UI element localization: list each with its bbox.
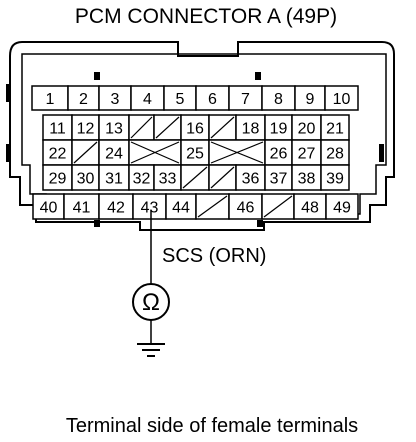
connector-inner-outline bbox=[21, 53, 387, 215]
terminal-number: 24 bbox=[105, 146, 123, 163]
connector-housing bbox=[9, 41, 395, 231]
unused-terminal-mark bbox=[197, 195, 228, 218]
terminal-number: 5 bbox=[176, 91, 185, 108]
unused-terminal-mark bbox=[182, 166, 208, 189]
ground-icon bbox=[137, 343, 165, 357]
housing-key bbox=[255, 72, 261, 80]
terminal-number: 32 bbox=[133, 171, 151, 188]
terminal-number: 9 bbox=[306, 91, 315, 108]
terminal-cell bbox=[324, 85, 359, 111]
terminal-number: 30 bbox=[77, 171, 95, 188]
unused-terminal-mark bbox=[130, 116, 153, 139]
unused-terminal-mark bbox=[155, 116, 180, 139]
terminal-cell bbox=[98, 164, 130, 191]
housing-key bbox=[94, 72, 100, 80]
terminal-cell bbox=[261, 85, 296, 111]
terminal-number: 21 bbox=[326, 121, 344, 138]
terminal-number: 39 bbox=[326, 171, 344, 188]
unused-terminal-mark bbox=[73, 141, 98, 164]
terminal-number: 22 bbox=[49, 146, 67, 163]
terminal-number: 10 bbox=[333, 91, 351, 108]
terminal-cell bbox=[195, 85, 230, 111]
terminal-cell bbox=[228, 85, 263, 111]
terminal-cell bbox=[294, 85, 326, 111]
terminal-number: 27 bbox=[298, 146, 316, 163]
terminal-cell bbox=[130, 85, 165, 111]
housing-key bbox=[94, 220, 100, 227]
terminal-number: 48 bbox=[301, 200, 319, 217]
diagram-title: PCM CONNECTOR A (49P) bbox=[75, 5, 337, 28]
terminal-number: 7 bbox=[241, 91, 250, 108]
terminal-cell bbox=[293, 193, 327, 220]
terminal-cell bbox=[320, 139, 350, 166]
terminal-number: 13 bbox=[105, 121, 123, 138]
diagram-caption: Terminal side of female terminals bbox=[66, 415, 358, 437]
terminal-number: 1 bbox=[46, 91, 55, 108]
unused-terminal-mark bbox=[210, 141, 264, 164]
terminal-number: 29 bbox=[49, 171, 67, 188]
terminal-number: 12 bbox=[77, 121, 95, 138]
terminal-cell bbox=[32, 193, 65, 220]
terminal-cell bbox=[264, 114, 293, 141]
terminal-cell bbox=[320, 114, 350, 141]
housing-lock-tab bbox=[6, 84, 11, 102]
terminal-number: 41 bbox=[73, 200, 91, 217]
terminal-cell bbox=[42, 139, 73, 166]
terminal-cell bbox=[98, 85, 132, 111]
housing-lock-tab bbox=[379, 144, 384, 162]
terminal-number: 20 bbox=[298, 121, 316, 138]
housing-key bbox=[257, 220, 263, 227]
wire-label: SCS (ORN) bbox=[162, 245, 266, 267]
terminal-number: 42 bbox=[107, 200, 125, 217]
terminal-number: 49 bbox=[333, 200, 351, 217]
terminal-number: 43 bbox=[141, 200, 159, 217]
terminal-number: 40 bbox=[40, 200, 58, 217]
ohm-symbol: Ω bbox=[142, 289, 160, 316]
terminal-cell bbox=[228, 193, 263, 220]
unused-terminal-mark bbox=[210, 166, 235, 189]
terminal-number: 31 bbox=[105, 171, 123, 188]
terminal-number: 8 bbox=[274, 91, 283, 108]
terminal-number: 37 bbox=[270, 171, 288, 188]
terminal-number: 38 bbox=[298, 171, 316, 188]
terminal-number: 28 bbox=[326, 146, 344, 163]
terminal-cell bbox=[264, 139, 293, 166]
housing-lock-tab bbox=[6, 144, 11, 162]
terminal-number: 6 bbox=[208, 91, 217, 108]
terminal-cell bbox=[165, 193, 197, 220]
terminal-number: 33 bbox=[159, 171, 177, 188]
unused-terminal-mark bbox=[210, 116, 235, 139]
terminal-number: 18 bbox=[242, 121, 260, 138]
terminal-number: 2 bbox=[79, 91, 88, 108]
terminal-cell bbox=[235, 164, 266, 191]
unused-terminal-mark bbox=[130, 141, 180, 164]
terminal-cell bbox=[320, 164, 350, 191]
terminal-number: 26 bbox=[270, 146, 288, 163]
terminal-number: 16 bbox=[186, 121, 204, 138]
unused-terminal-mark bbox=[263, 195, 293, 218]
terminal-cell bbox=[98, 193, 134, 220]
terminal-number: 4 bbox=[143, 91, 152, 108]
terminal-number: 19 bbox=[270, 121, 288, 138]
terminal-number: 3 bbox=[111, 91, 120, 108]
terminal-number: 44 bbox=[172, 200, 190, 217]
terminal-cell bbox=[325, 193, 359, 220]
terminal-cell bbox=[98, 139, 130, 166]
terminal-number: 36 bbox=[242, 171, 260, 188]
terminal-number: 11 bbox=[49, 121, 66, 138]
terminal-number: 25 bbox=[186, 146, 204, 163]
terminal-number: 46 bbox=[237, 200, 255, 217]
